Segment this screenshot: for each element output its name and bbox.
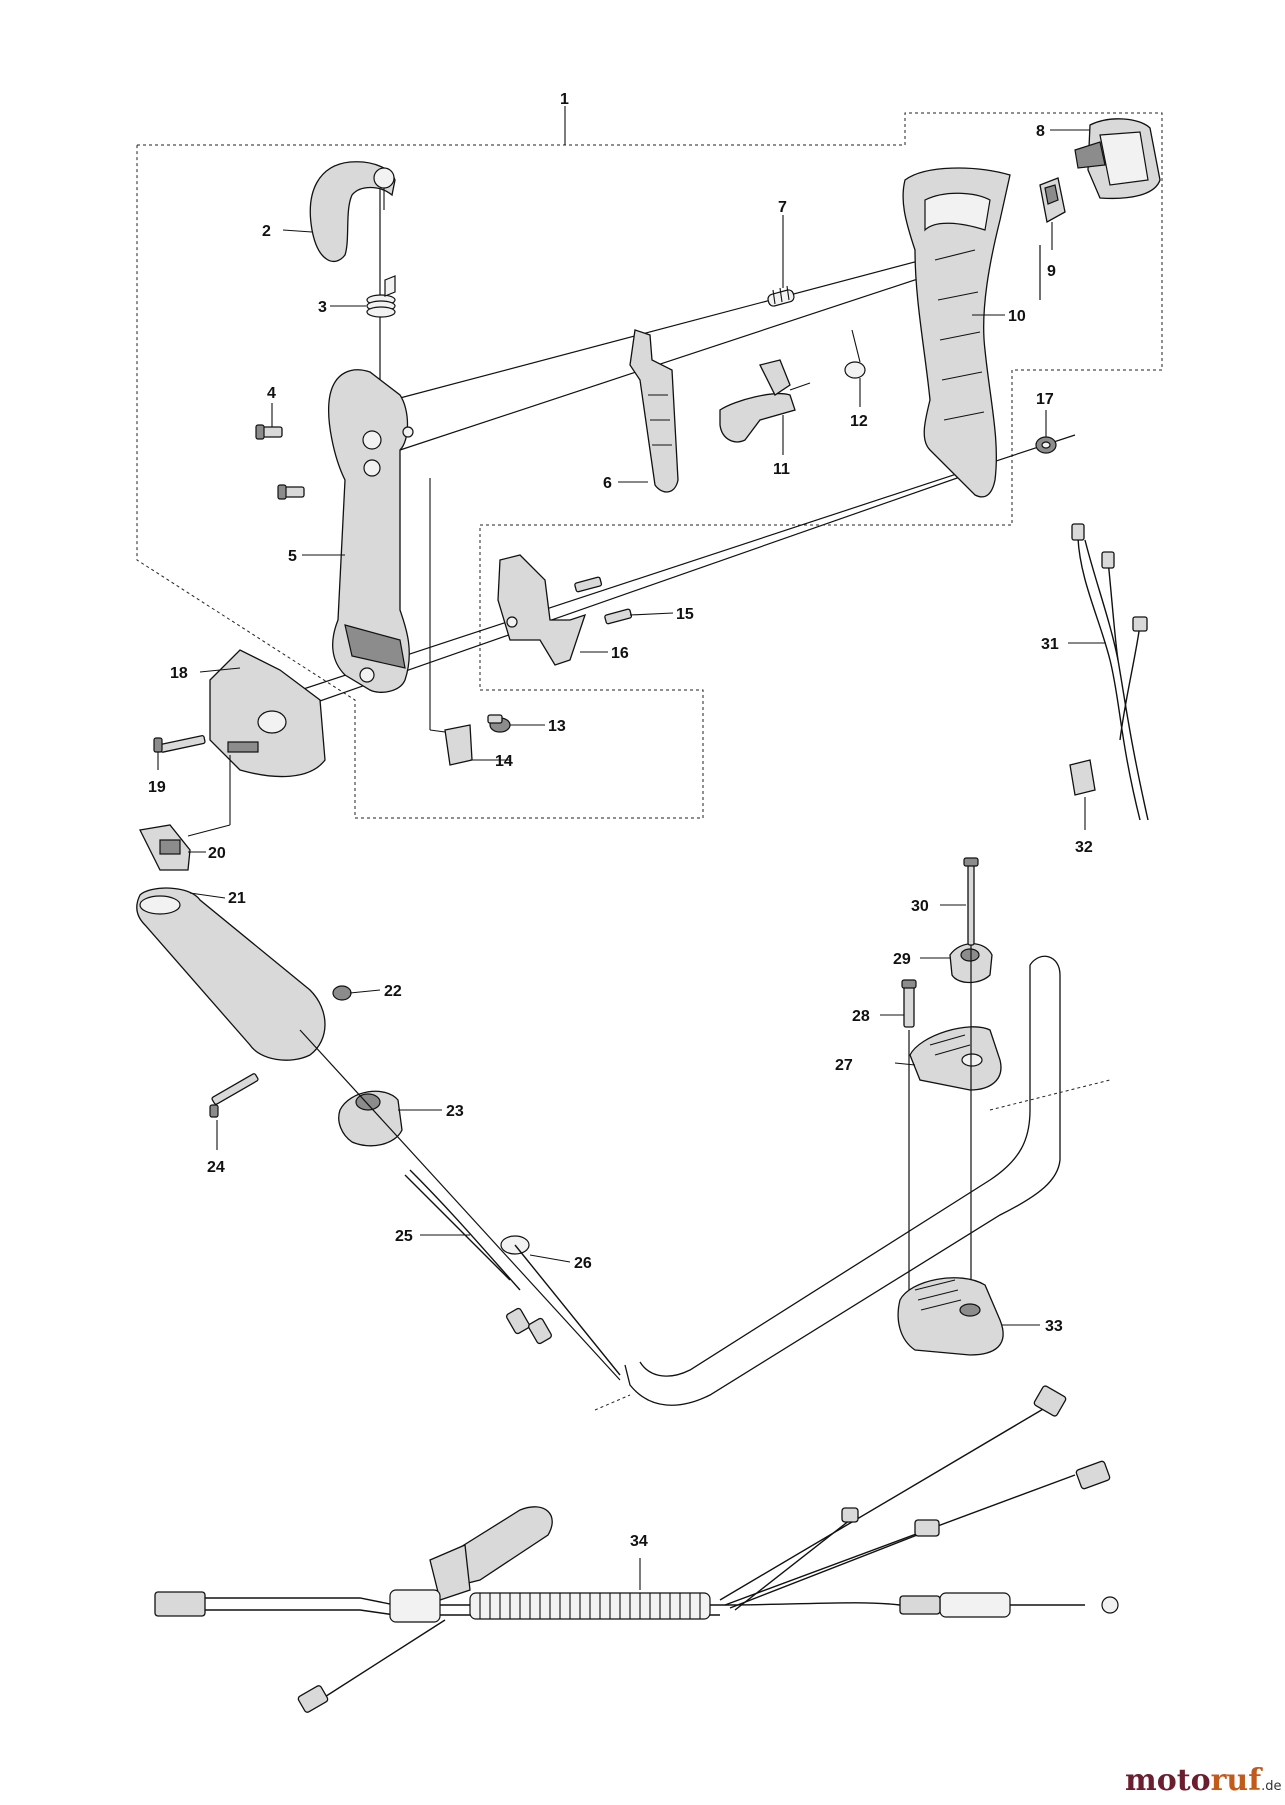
label-30: 30: [911, 898, 929, 915]
part-10-handle-half: [902, 167, 1011, 498]
part-labels: 1 2 3 4 5 6 7 8 9 10 11 12 13 14 15 16 1…: [148, 91, 1093, 1550]
watermark-suffix: .de: [1261, 1779, 1281, 1794]
label-31: 31: [1041, 636, 1059, 653]
label-8: 8: [1036, 123, 1045, 140]
label-9: 9: [1047, 263, 1056, 280]
label-10: 10: [1008, 308, 1026, 325]
part-11-throttle-lock: [719, 359, 811, 443]
label-15: 15: [676, 606, 694, 623]
label-24: 24: [207, 1159, 225, 1176]
label-34: 34: [630, 1533, 648, 1550]
label-3: 3: [318, 299, 327, 316]
handle-bar-tube: [299, 955, 1111, 1411]
label-23: 23: [446, 1103, 464, 1120]
part-20-switch: [139, 755, 231, 871]
watermark-part1: moto: [1125, 1763, 1211, 1798]
part-8-end-cap: [1074, 118, 1161, 200]
part-31-wire-harness: [1071, 523, 1149, 821]
label-22: 22: [384, 983, 402, 1000]
part-2-lever: [309, 161, 396, 263]
part-14-bracket: [429, 478, 473, 766]
label-5: 5: [288, 548, 297, 565]
label-13: 13: [548, 718, 566, 735]
label-17: 17: [1036, 391, 1054, 408]
label-25: 25: [395, 1228, 413, 1245]
part-13-screw: [487, 714, 511, 733]
watermark-part2: ruf: [1211, 1763, 1264, 1798]
part-15-screws: [574, 576, 633, 625]
part-32-clip: [1069, 759, 1096, 796]
part-5-handle-half: [328, 369, 414, 693]
part-34-cable-assembly: [154, 1385, 1119, 1713]
part-33-foot-bracket: [897, 1277, 1004, 1356]
part-27-bracket: [909, 1026, 1002, 1091]
part-3-spring: [366, 275, 396, 318]
part-21-grip: [136, 887, 326, 1061]
part-26-clip: [500, 1235, 621, 1376]
part-30-bolt: [963, 857, 979, 1310]
label-26: 26: [574, 1255, 592, 1272]
part-6-trigger: [629, 329, 679, 493]
label-20: 20: [208, 845, 226, 862]
label-33: 33: [1045, 1318, 1063, 1335]
assembly-1-outline: [136, 106, 1163, 819]
part-4-screw: [255, 424, 305, 500]
part-7-spring: [767, 285, 795, 307]
label-leaders: [157, 129, 1105, 1590]
label-21: 21: [228, 890, 246, 907]
watermark-logo: motoruf.de: [1125, 1763, 1282, 1798]
svg-text:motoruf.de: motoruf.de: [1125, 1763, 1282, 1798]
label-2: 2: [262, 223, 271, 240]
part-25-wire: [404, 1169, 552, 1345]
label-14: 14: [495, 753, 513, 770]
label-19: 19: [148, 779, 166, 796]
label-18: 18: [170, 665, 188, 682]
label-1: 1: [560, 91, 569, 108]
label-12: 12: [850, 413, 868, 430]
label-27: 27: [835, 1057, 853, 1074]
part-16-handle-cover: [497, 554, 587, 666]
label-16: 16: [611, 645, 629, 662]
part-12-spring-clip: [844, 329, 866, 379]
label-4: 4: [267, 385, 276, 402]
part-28-screw: [901, 979, 917, 1300]
label-32: 32: [1075, 839, 1093, 856]
part-19-screw: [153, 735, 206, 753]
corrugated-sleeve: [479, 1593, 701, 1619]
label-11: 11: [773, 461, 790, 478]
label-28: 28: [852, 1008, 870, 1025]
label-29: 29: [893, 951, 911, 968]
part-23-clamp: [338, 1090, 403, 1147]
part-24-screw: [209, 1073, 259, 1118]
part-22-nut: [332, 985, 352, 1001]
label-6: 6: [603, 475, 612, 492]
part-9-switch: [1039, 177, 1066, 224]
part-18-housing: [209, 649, 326, 778]
part-17-nut: [1035, 436, 1057, 454]
label-7: 7: [778, 199, 787, 216]
